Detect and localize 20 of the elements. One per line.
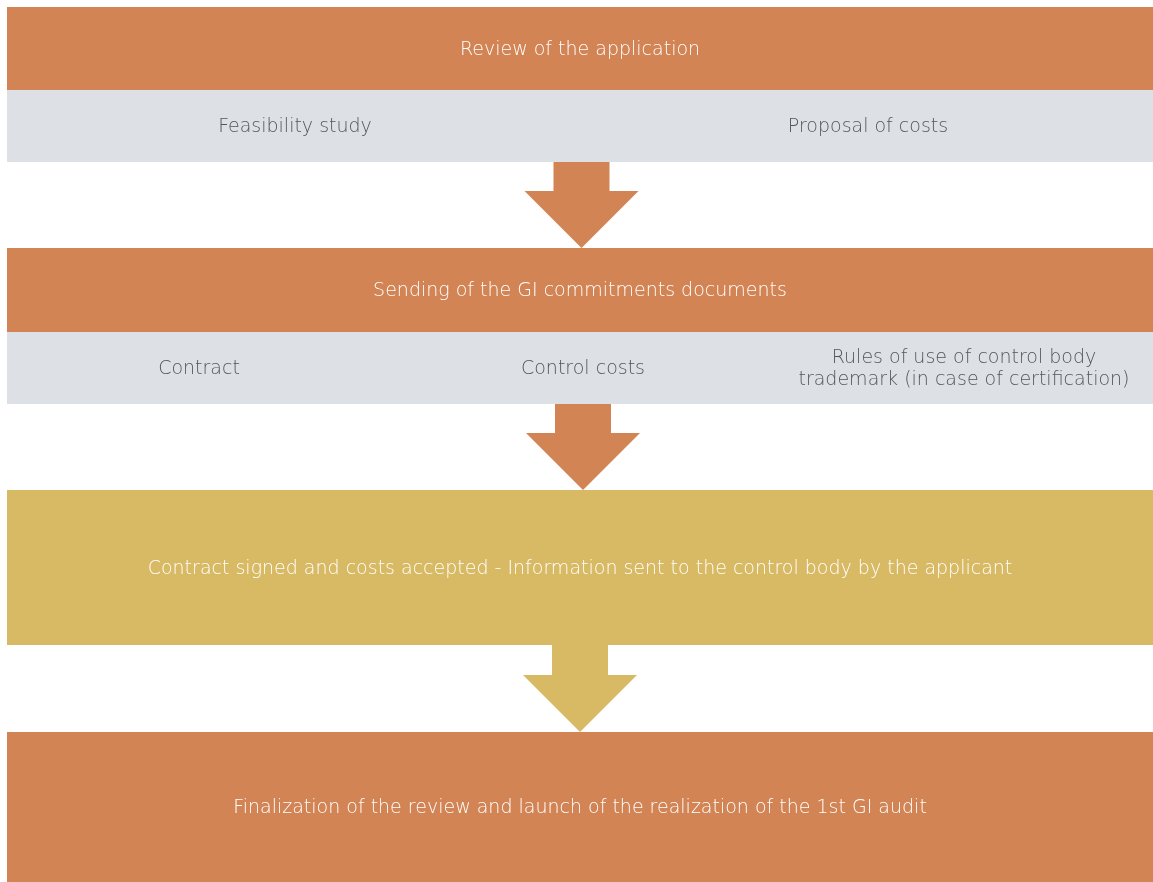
block-arrow	[523, 645, 637, 732]
sub-item-box	[583, 90, 1153, 162]
sub-item-box	[7, 332, 391, 404]
step-label: Finalization of the review and launch of the realization of the 1st GI audit	[233, 796, 927, 818]
sub-item-box	[775, 332, 1153, 404]
block-arrow	[526, 404, 640, 490]
step-box	[7, 732, 1153, 882]
step-box	[7, 7, 1153, 90]
block-arrow	[524, 162, 639, 248]
step-box	[7, 490, 1153, 645]
step-label: Feasibility study	[218, 115, 372, 137]
step-label: Proposal of costs	[787, 115, 949, 137]
step-label: Contract	[158, 357, 240, 379]
sub-item-box	[7, 90, 583, 162]
step-label: Rules of use of control body trademark (in case of certification)	[797, 346, 1131, 390]
step-box	[7, 248, 1153, 332]
step-label: Control costs	[520, 357, 645, 379]
step-label: Contract signed and costs accepted - Information sent to the control body by the applicant	[147, 556, 1013, 579]
step-label: Sending of the GI commitments documents	[373, 279, 787, 301]
step-label: Review of the application	[459, 37, 701, 60]
